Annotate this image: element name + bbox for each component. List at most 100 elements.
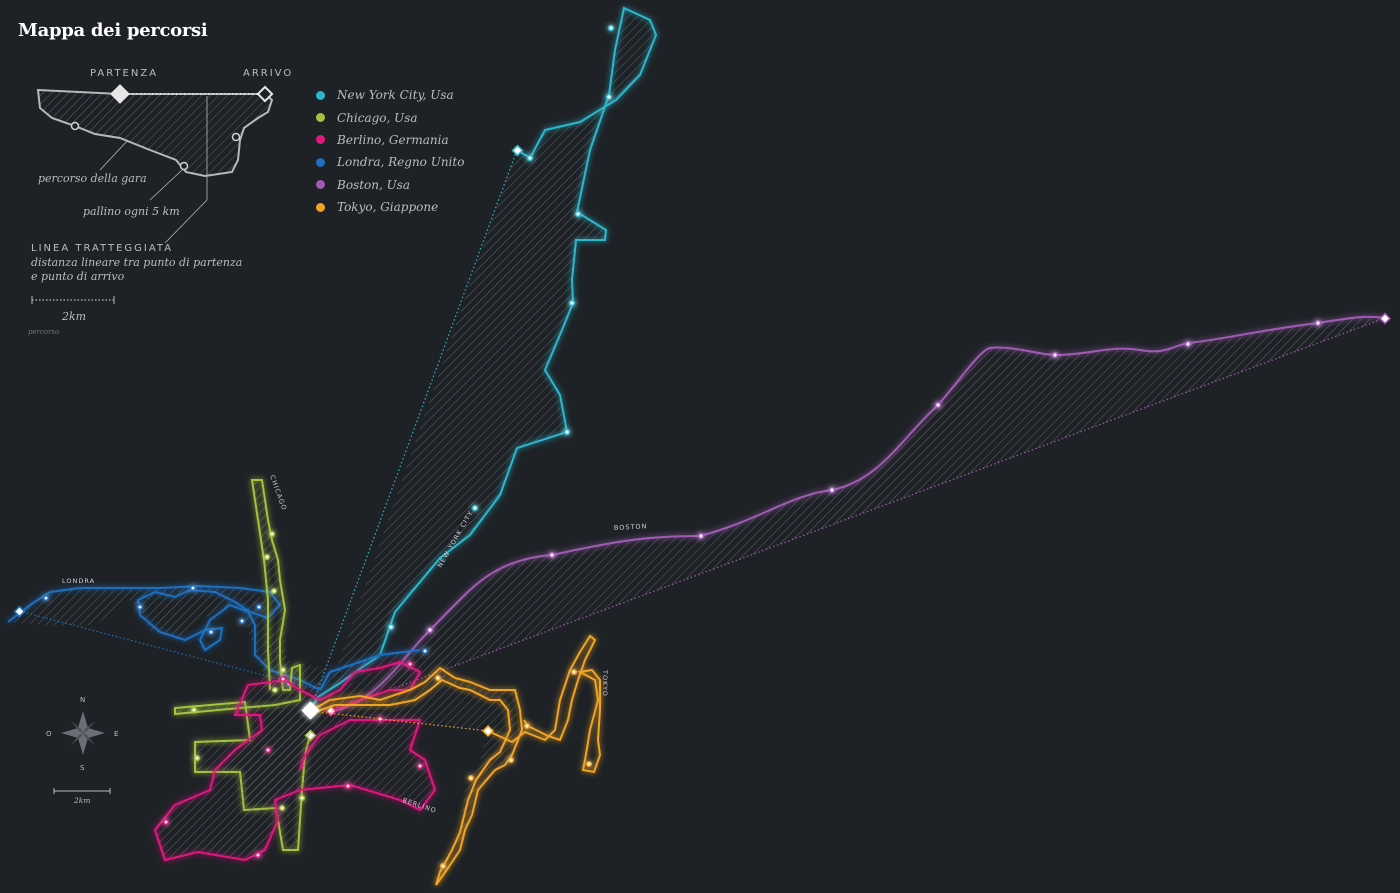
route-boston: BOSTON [330,312,1392,713]
compass-s: S [80,764,85,772]
km-dot [416,762,424,770]
legend-label: Londra, Regno Unito [337,155,465,170]
route-berlino-dots [162,660,424,859]
legend-label: Chicago, Usa [337,110,418,125]
legend-item-chicago: Chicago, Usa [316,106,464,128]
legend-item-newyork: New York City, Usa [316,84,464,106]
compass-n: N [80,696,85,704]
route-berlino: BERLINO [153,660,438,862]
km-dot [828,486,836,494]
key-finish-label: ARRIVO [243,68,293,79]
km-dot [298,794,306,802]
key-line-title: LINEA TRATTEGGIATA [31,243,173,254]
common-start-marker [301,701,320,720]
legend-item-boston: Boston, Usa [316,174,464,196]
legend-label: Tokyo, Giappone [337,200,439,215]
km-dot [270,587,278,595]
route-boston-label: BOSTON [614,522,648,532]
km-dot [279,675,287,683]
km-dot [697,532,705,540]
km-dot [434,674,442,682]
km-dot [605,93,613,101]
compass-scale-label: 2km [73,796,90,805]
key-finish-marker [256,85,274,103]
key-start-label: PARTENZA [90,68,158,79]
km-dot [548,551,556,559]
km-dot [42,594,50,602]
legend-dot [316,135,325,145]
route-berlino-area [155,662,435,860]
km-dot [406,660,414,668]
km-dot [279,666,287,674]
route-tokyo: TOKYO [309,634,609,886]
map-title: Mappa dei percorsi [18,20,208,41]
route-londra-label: LONDRA [62,577,95,585]
route-newyork-line [309,6,658,712]
km-dot [523,722,531,730]
key-km-dot [70,121,80,131]
km-dot [1314,319,1322,327]
key-start-marker [110,84,130,104]
route-berlino-line [153,660,437,862]
key-dot-caption: pallino ogni 5 km [83,205,180,218]
km-dot [254,851,262,859]
km-dot [570,668,578,676]
km-dot [268,530,276,538]
km-dot [563,428,571,436]
legend-dot [316,90,325,100]
km-dot [207,628,215,636]
key-pointer [99,139,129,171]
route-chicago-label: CHICAGO [268,474,288,512]
route-tokyo-dashed [309,710,489,732]
km-dot [189,584,197,592]
route-newyork-area [310,8,656,711]
km-dot [136,603,144,611]
route-boston-dots [426,319,1322,634]
route-londra-line [7,584,421,691]
legend-dot [316,157,325,167]
route-boston-finish-marker [1378,312,1392,325]
route-tokyo-label: TOKYO [601,669,609,697]
key-diagram: PARTENZA ARRIVO percorso della gara pall… [28,68,293,336]
km-dot [263,553,271,561]
km-dot [278,804,286,812]
compass-o: O [46,730,52,738]
route-newyork-finish-marker [511,144,524,157]
km-dot [1051,351,1059,359]
legend-item-tokyo: Tokyo, Giappone [316,196,464,218]
km-dot [421,647,429,655]
key-pointer [164,199,208,244]
route-londra-start-marker [13,605,26,618]
km-dot [585,760,593,768]
key-line-desc-2: e punto di arrivo [31,270,125,283]
key-route-caption: percorso della gara [38,172,147,185]
km-dot [162,818,170,826]
km-dot [193,754,201,762]
km-dot [471,504,479,512]
route-newyork-dots [387,24,615,631]
legend-dot [316,180,325,190]
km-dot [1184,340,1192,348]
km-dot [607,24,615,32]
km-dot [439,862,447,870]
km-dot [426,626,434,634]
km-dot [344,782,352,790]
legend-item-berlino: Berlino, Germania [316,129,464,151]
legend-dot [316,113,325,123]
km-dot [467,774,475,782]
km-dot [934,401,942,409]
route-tokyo-line [309,634,602,886]
key-km-dot [231,132,241,142]
key-faint-label: percorso [28,328,59,336]
key-scale-label: 2km [61,310,86,323]
km-dot [387,623,395,631]
route-tokyo-area [310,670,520,885]
compass-e: E [114,730,118,738]
km-dot [255,603,263,611]
legend-item-londra: Londra, Regno Unito [316,151,464,173]
legend: New York City, Usa Chicago, Usa Berlino,… [316,84,464,218]
km-dot [190,706,198,714]
route-newyork: NEW YORK CITY [309,6,658,712]
km-dot [238,617,246,625]
